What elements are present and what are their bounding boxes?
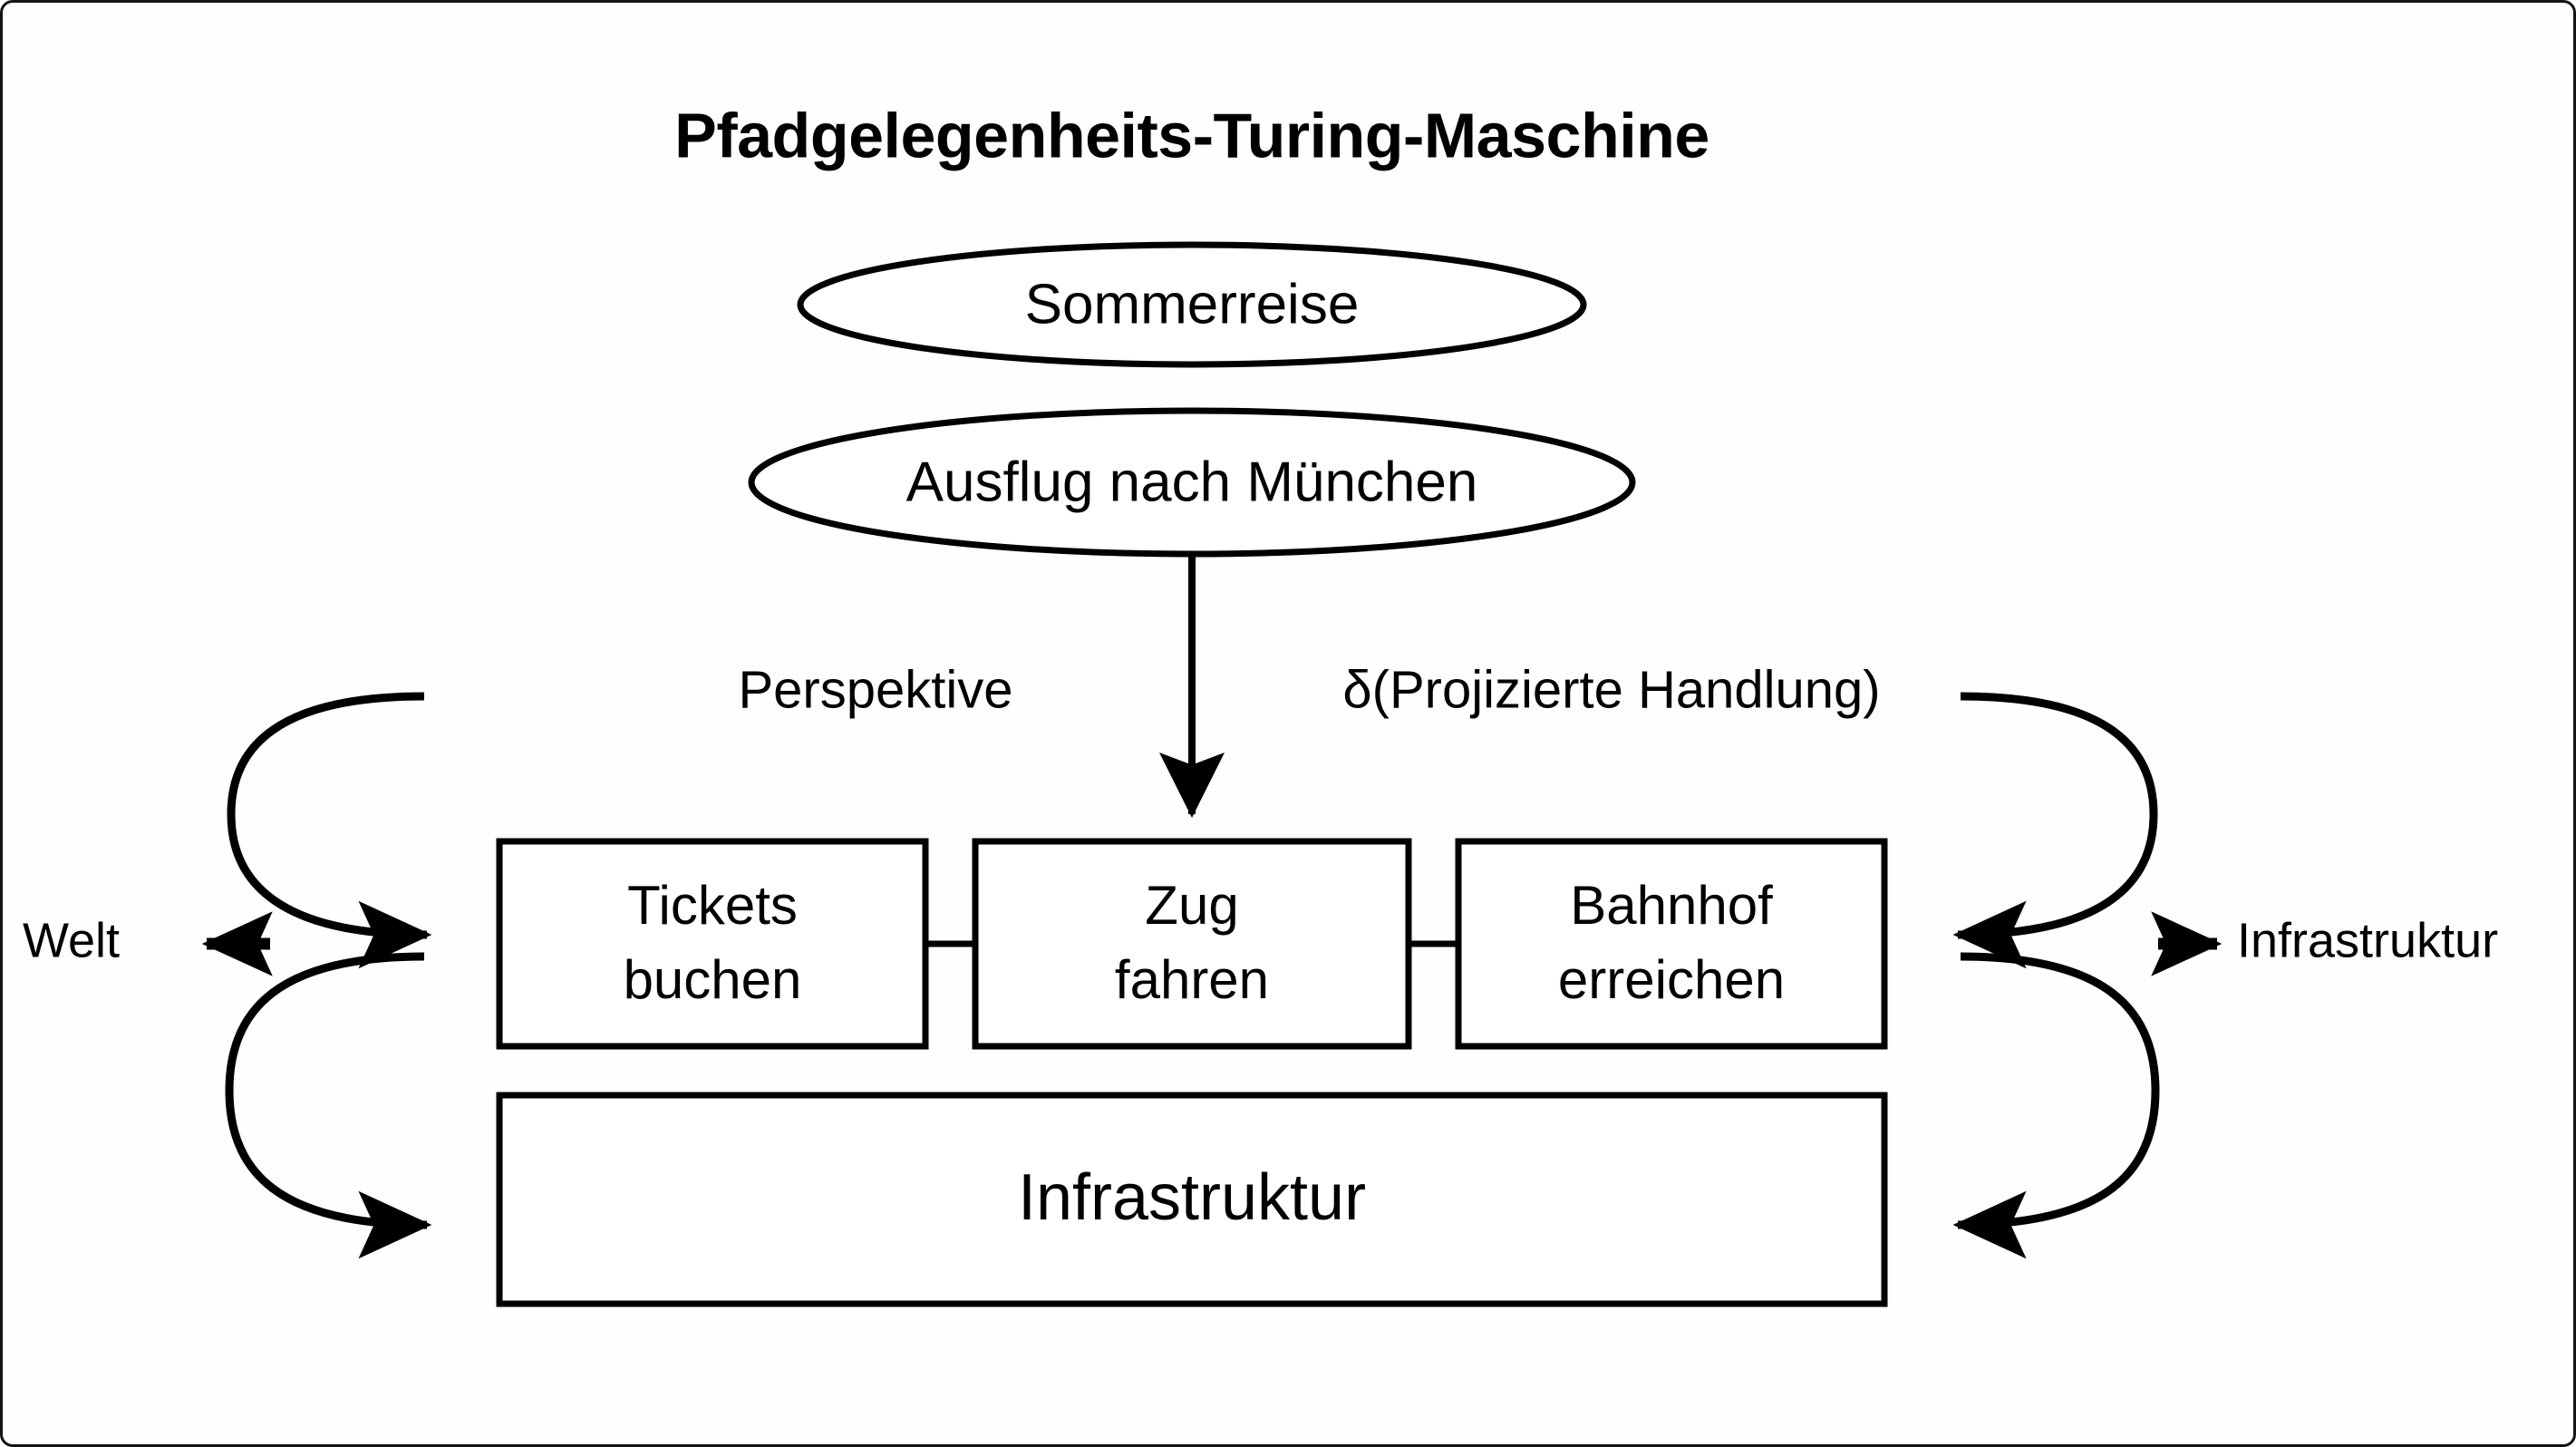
state-box-zug-line2: fahren [1115,949,1269,1010]
left-feedback-curve-lower [225,952,432,1259]
tape-box-infrastruktur[interactable]: Infrastruktur [496,1092,1888,1307]
state-box-tickets[interactable]: Tickets buchen [496,838,929,1050]
tape-box-shape-infrastruktur [496,1092,1888,1307]
side-label-welt: Welt [23,913,120,967]
turing-machine-diagram: Pfadgelegenheits-Turing-Maschine Sommerr… [23,100,2498,1307]
state-box-shape-bahnhof [1455,838,1888,1050]
ellipse-node-ausflug[interactable]: Ausflug nach München [748,407,1636,558]
state-box-tickets-line2: buchen [624,949,802,1010]
state-box-zug[interactable]: Zug fahren [972,838,1412,1050]
page-title: Pfadgelegenheits-Turing-Maschine [674,100,1709,170]
state-box-shape-zug [972,838,1412,1050]
right-feedback-curve-upper [1952,692,2158,969]
ellipse-shape-sommerreise [797,241,1587,368]
state-box-zug-line1: Zug [1145,875,1238,936]
side-label-infrastruktur: Infrastruktur [2237,913,2498,967]
state-box-tickets-line1: Tickets [627,875,798,936]
left-feedback-curve-upper [227,692,432,969]
right-feedback-curve-lower [1952,952,2160,1259]
state-box-bahnhof-line1: Bahnhof [1570,875,1773,936]
state-box-shape-tickets [496,838,929,1050]
state-box-bahnhof[interactable]: Bahnhof erreichen [1455,838,1888,1050]
ellipse-node-sommerreise[interactable]: Sommerreise [797,241,1587,368]
tape-box-label-infrastruktur: Infrastruktur [1018,1161,1366,1234]
edge-label-perspektive: Perspektive [738,660,1012,719]
state-box-bahnhof-line2: erreichen [1558,949,1785,1010]
ellipse-label-ausflug: Ausflug nach München [906,451,1478,513]
ellipse-label-sommerreise: Sommerreise [1025,273,1360,335]
edge-label-delta-projizierte-handlung: δ(Projizierte Handlung) [1342,660,1880,719]
